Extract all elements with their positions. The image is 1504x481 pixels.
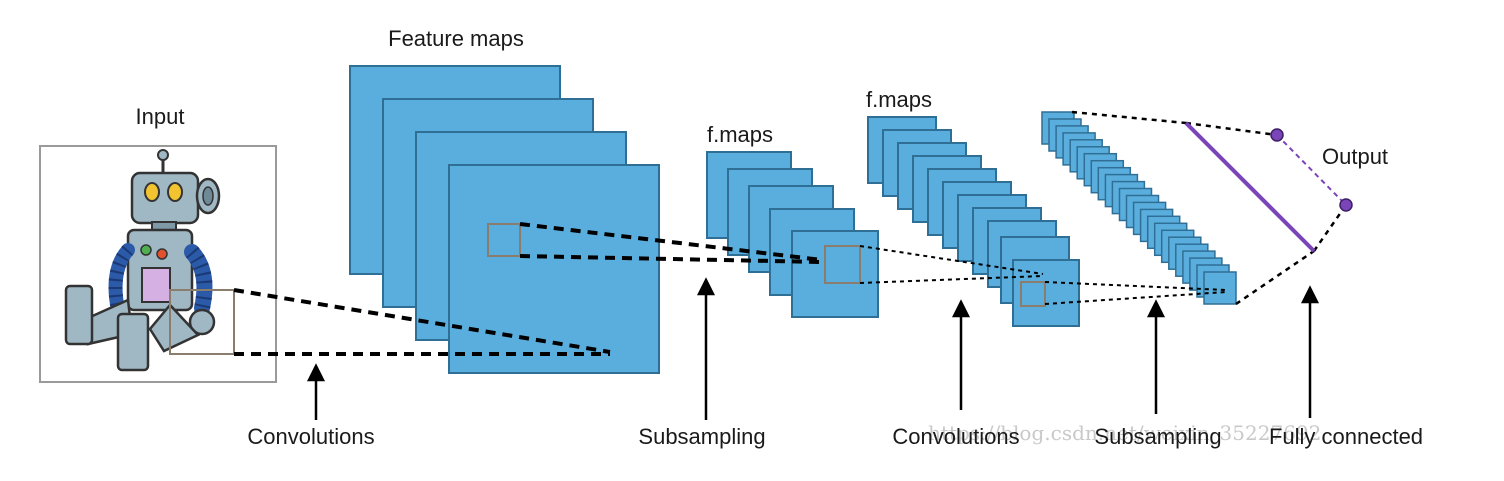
stage-label-subsampling-2: Subsampling — [1094, 424, 1221, 449]
conv2-projection-line — [859, 245, 1044, 275]
stage-label-fully-connected: Fully connected — [1269, 424, 1423, 449]
stage-label-convolutions-1: Convolutions — [247, 424, 374, 449]
fmaps-2-stack — [867, 116, 1080, 327]
fmaps-2-label: f.maps — [866, 87, 932, 112]
input-receptive-field — [169, 289, 235, 355]
fc-line-bottom — [1235, 249, 1315, 306]
sub2-projection-line — [1044, 281, 1227, 291]
conv1-projection-line — [233, 288, 611, 354]
fc-line-top — [1071, 110, 1187, 125]
output-connection — [1276, 134, 1347, 206]
stage-label-convolutions-2: Convolutions — [892, 424, 1019, 449]
fmap-3 — [1203, 271, 1237, 305]
sub2-projection-line — [1044, 291, 1227, 305]
connection-lines — [233, 110, 1348, 356]
watermark: https://blog.csdn.net/weixin_35227692 — [928, 421, 1321, 445]
fmap-1-receptive-field — [824, 245, 861, 284]
fmaps-1-stack — [706, 151, 879, 318]
fmaps-3-stack — [1041, 111, 1237, 305]
fmap-1 — [791, 230, 879, 318]
input-label: Input — [136, 104, 185, 129]
fc-line-top — [1185, 121, 1278, 137]
output-label: Output — [1322, 144, 1388, 169]
fully-connected-layer — [1184, 121, 1316, 253]
stage-arrows — [306, 277, 1320, 420]
fmap-2-receptive-field — [1020, 281, 1046, 307]
output-node — [1339, 198, 1353, 212]
conv2-projection-line — [859, 275, 1044, 284]
fc-line-bottom — [1312, 204, 1348, 252]
feature-maps-stack — [349, 65, 660, 374]
feature-map-receptive-field — [487, 223, 521, 257]
fmaps-1-label: f.maps — [707, 122, 773, 147]
feature-map — [448, 164, 660, 374]
stage-label-subsampling-1: Subsampling — [638, 424, 765, 449]
output-node — [1270, 128, 1284, 142]
input-image — [39, 145, 277, 383]
feature-maps-label: Feature maps — [388, 26, 524, 51]
